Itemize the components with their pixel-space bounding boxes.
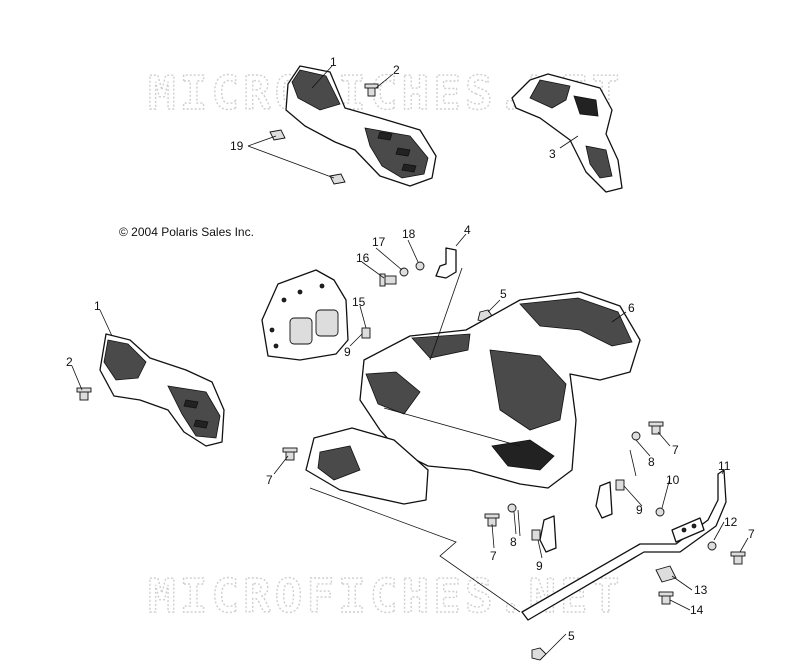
watermark-bottom: MICROFICHES.NET xyxy=(148,569,623,623)
washer-8-upper xyxy=(631,431,641,441)
front-nose-piece xyxy=(511,73,623,193)
callout-7-upper: 7 xyxy=(672,443,679,457)
callout-7-far-right: 7 xyxy=(748,527,755,541)
callout-12: 12 xyxy=(724,515,738,529)
callout-5-bottom: 5 xyxy=(568,629,575,643)
side-panel-top xyxy=(285,65,437,187)
clip-bracket-lower xyxy=(539,515,557,553)
washer-8-lower xyxy=(507,503,517,513)
callout-1-top: 1 xyxy=(330,55,337,69)
clip-19 xyxy=(269,129,346,185)
screw-7-left xyxy=(282,447,298,461)
screw-16 xyxy=(379,273,397,287)
callout-15: 15 xyxy=(352,295,366,309)
callout-10: 10 xyxy=(666,473,680,487)
callout-16: 16 xyxy=(356,251,370,265)
callout-4: 4 xyxy=(464,223,471,237)
callout-8-lower: 8 xyxy=(510,535,517,549)
callout-14: 14 xyxy=(690,603,704,617)
bracket-4 xyxy=(435,247,457,279)
nut-5-bottom xyxy=(531,647,547,661)
copyright-text: © 2004 Polaris Sales Inc. xyxy=(119,225,254,239)
grommet-9-upper xyxy=(615,479,625,491)
callout-2-top: 2 xyxy=(393,63,400,77)
screw-2-left xyxy=(76,387,92,401)
washer-18 xyxy=(415,261,425,271)
screw-7-far-right xyxy=(730,551,746,565)
callout-17: 17 xyxy=(372,235,386,249)
callout-13: 13 xyxy=(694,583,708,597)
callout-1-left: 1 xyxy=(94,299,101,313)
callout-7-left: 7 xyxy=(266,473,273,487)
washer-12 xyxy=(707,541,717,551)
washer-10 xyxy=(655,507,665,517)
callout-11: 11 xyxy=(718,459,731,473)
callout-18: 18 xyxy=(402,227,416,241)
front-cab xyxy=(359,291,641,489)
clip-13 xyxy=(655,565,677,583)
callout-5-top: 5 xyxy=(500,287,507,301)
side-panel-left xyxy=(99,333,225,447)
callout-3: 3 xyxy=(549,147,556,161)
callout-7-lower: 7 xyxy=(490,549,497,563)
callout-labels: 1 2 3 19 4 17 18 16 5 6 15 9 1 2 7 8 7 1… xyxy=(66,55,755,643)
screw-14 xyxy=(658,591,674,605)
callout-2-left: 2 xyxy=(66,355,73,369)
callout-8-upper: 8 xyxy=(648,455,655,469)
left-fender xyxy=(305,427,429,505)
grommet-9-top xyxy=(361,327,371,339)
callout-6: 6 xyxy=(628,301,635,315)
screw-7-right-upper xyxy=(648,421,664,435)
callout-9-top: 9 xyxy=(344,345,351,359)
grommet-9-lower xyxy=(531,529,541,541)
front-bracket-plate xyxy=(261,269,349,361)
callout-9-lower: 9 xyxy=(536,559,543,573)
clip-bracket-upper xyxy=(595,481,613,519)
callout-19: 19 xyxy=(230,139,244,153)
leader-lines xyxy=(71,65,749,655)
callout-9-mid: 9 xyxy=(636,503,643,517)
